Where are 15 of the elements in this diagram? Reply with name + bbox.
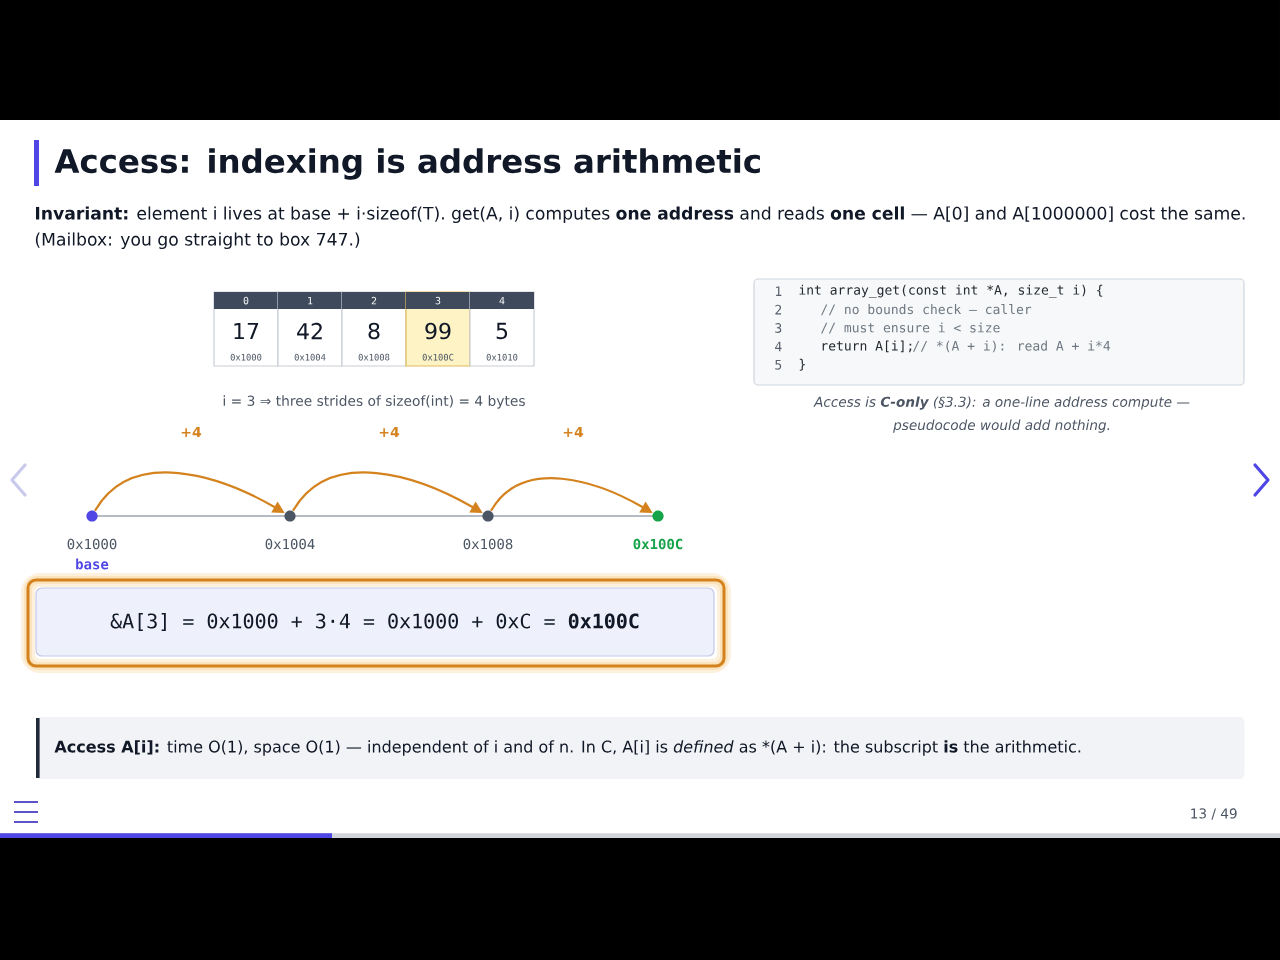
- cell-value: 8: [368, 322, 380, 340]
- cell-value: 17: [234, 323, 259, 339]
- note-box: Access A[i]: time O(1), space O(1) — independent of i and of n. In C, A[i] is defined as *(A + i): the subscript is the arithmetic.: [36, 717, 1245, 779]
- cell-value: 99: [425, 322, 451, 340]
- array-cell: [405, 291, 471, 367]
- paragraph: Invariant: element i lives at base + i·sizeof(T). get(A, i) computes one address and reads one cell — A[0] and A[1000000] cost the same. (Mailbox: you go straight to box 747.): [35, 206, 1245, 250]
- cell-value: 5: [496, 322, 508, 340]
- cell-value: 42: [297, 322, 322, 340]
- array-cell: [213, 291, 279, 367]
- title: Access: indexing is address arithmetic: [54, 148, 760, 180]
- formula-box: &A[3] = 0x1000 + 3·4 = 0x1000 + 0xC = 0x100C: [21, 573, 731, 673]
- array-cell: [469, 291, 535, 367]
- array-cell: [341, 291, 407, 367]
- code-block: [753, 278, 1245, 386]
- array-cell: [277, 291, 343, 367]
